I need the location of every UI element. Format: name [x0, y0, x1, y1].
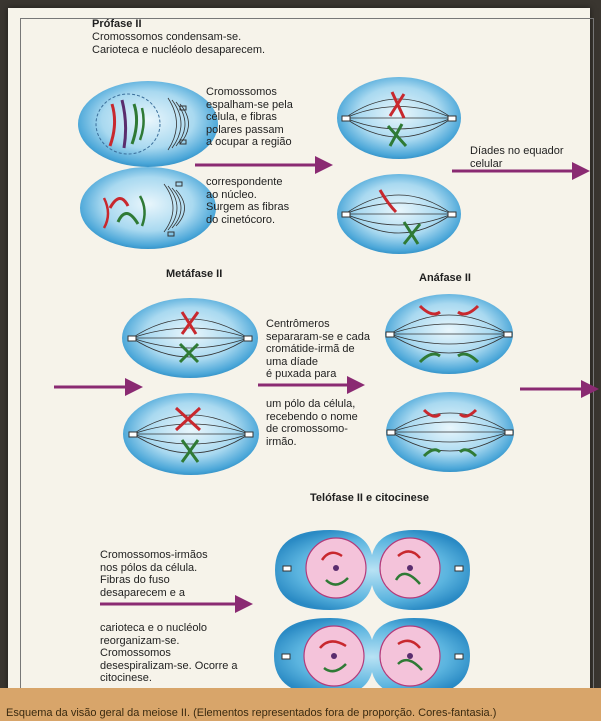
telophase-cell-bottom — [274, 618, 470, 696]
late-prophase-cell-top — [337, 77, 461, 159]
prophase-cell-bottom — [80, 167, 216, 249]
anaphase-cell-top — [385, 294, 513, 374]
anaphase-cell-bottom — [386, 392, 514, 472]
prophase-title: Prófase II — [92, 18, 142, 30]
late-prophase-cell-bottom — [337, 174, 461, 254]
metaphase-cell-bottom — [123, 393, 259, 475]
telophase-text-b: carioteca e o nucléolo reorganizam-se. C… — [100, 622, 238, 685]
anaphase-title: Anáfase II — [419, 272, 471, 284]
prophase-middle-text-a: Cromossomos espalham-se pela célula, e f… — [206, 86, 293, 149]
figure-caption: Esquema da visão geral da meiose II. (El… — [6, 707, 496, 719]
telophase-text-a: Cromossomos-irmãos nos pólos da célula. … — [100, 549, 208, 599]
metaphase-title: Metáfase II — [166, 268, 222, 280]
diads-equator-text: Díades no equador celular — [470, 145, 564, 170]
metaphase-text-a: Centrômeros separaram-se e cada cromátid… — [266, 318, 370, 381]
prophase-subtitle: Cromossomos condensam-se. Carioteca e nu… — [92, 31, 265, 56]
metaphase-cell-top — [122, 298, 258, 378]
telophase-cell-top — [275, 530, 470, 610]
prophase-cell-top — [78, 81, 218, 167]
metaphase-text-b: um pólo da célula, recebendo o nome de c… — [266, 398, 358, 448]
telophase-title: Telófase II e citocinese — [310, 492, 429, 504]
prophase-middle-text-b: correspondente ao núcleo. Surgem as fibr… — [206, 176, 289, 226]
